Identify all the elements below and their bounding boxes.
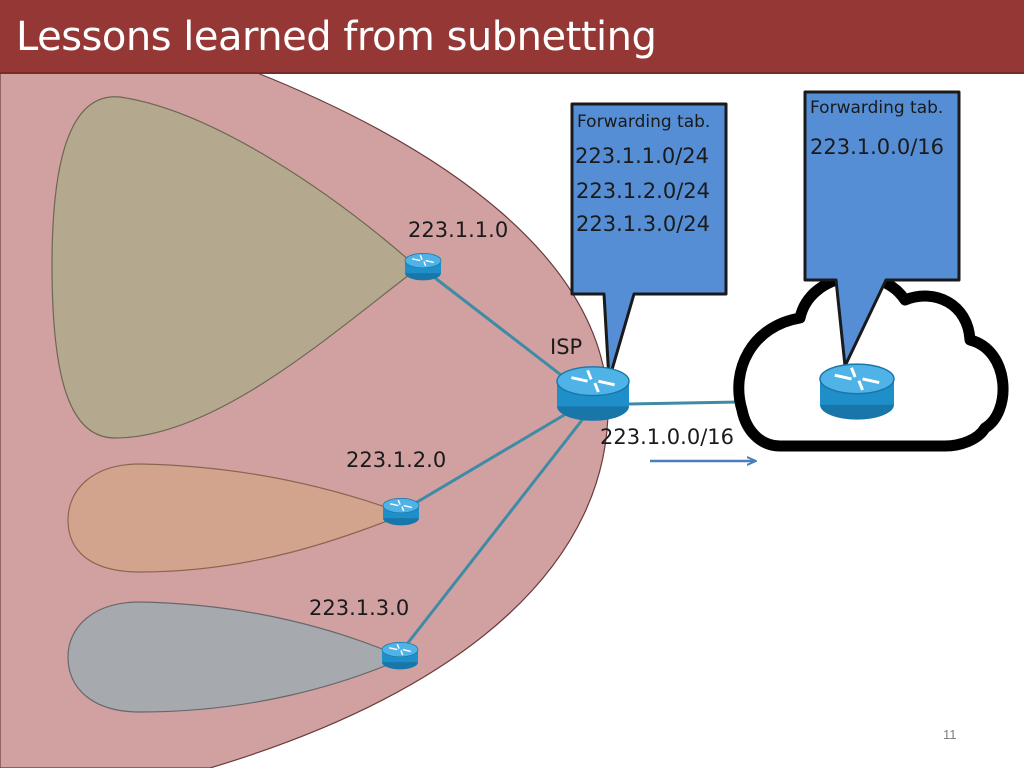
subnet-2-blob <box>67 463 407 573</box>
router-icon <box>818 362 896 422</box>
link-subnet-2-isp <box>401 406 577 513</box>
internet-forwarding-table-heading: Forwarding tab. <box>810 98 944 118</box>
isp-callout <box>570 102 728 382</box>
subnet-3-blob <box>67 601 406 713</box>
internet-callout <box>803 90 961 368</box>
isp-forwarding-table-heading: Forwarding tab. <box>577 112 711 132</box>
isp-forwarding-entry: 223.1.3.0/24 <box>576 212 710 236</box>
title-bar: Lessons learned from subnetting <box>0 0 1024 74</box>
link-subnet-3-isp <box>398 414 588 654</box>
slide-title: Lessons learned from subnetting <box>16 14 657 60</box>
router-icon <box>404 252 442 282</box>
link-subnet-1-isp <box>425 269 575 387</box>
network-links <box>398 269 741 654</box>
advertised-route-label: 223.1.0.0/16 <box>600 425 734 449</box>
router-icon <box>381 641 419 671</box>
subnet-1-label: 223.1.1.0 <box>408 218 509 242</box>
router-icon <box>555 365 631 423</box>
subnet-3-label: 223.1.3.0 <box>309 596 410 620</box>
cloud-icon <box>733 271 1009 452</box>
isp-forwarding-entry: 223.1.1.0/24 <box>575 144 709 168</box>
router-icon <box>382 497 420 527</box>
link-isp-internet <box>627 400 741 406</box>
page-number: 11 <box>943 727 957 742</box>
subnet-1-blob <box>51 96 419 439</box>
internet-forwarding-entry: 223.1.0.0/16 <box>810 135 944 159</box>
isp-forwarding-entry: 223.1.2.0/24 <box>576 179 710 203</box>
isp-label: ISP <box>550 335 583 359</box>
subnet-2-label: 223.1.2.0 <box>346 448 447 472</box>
